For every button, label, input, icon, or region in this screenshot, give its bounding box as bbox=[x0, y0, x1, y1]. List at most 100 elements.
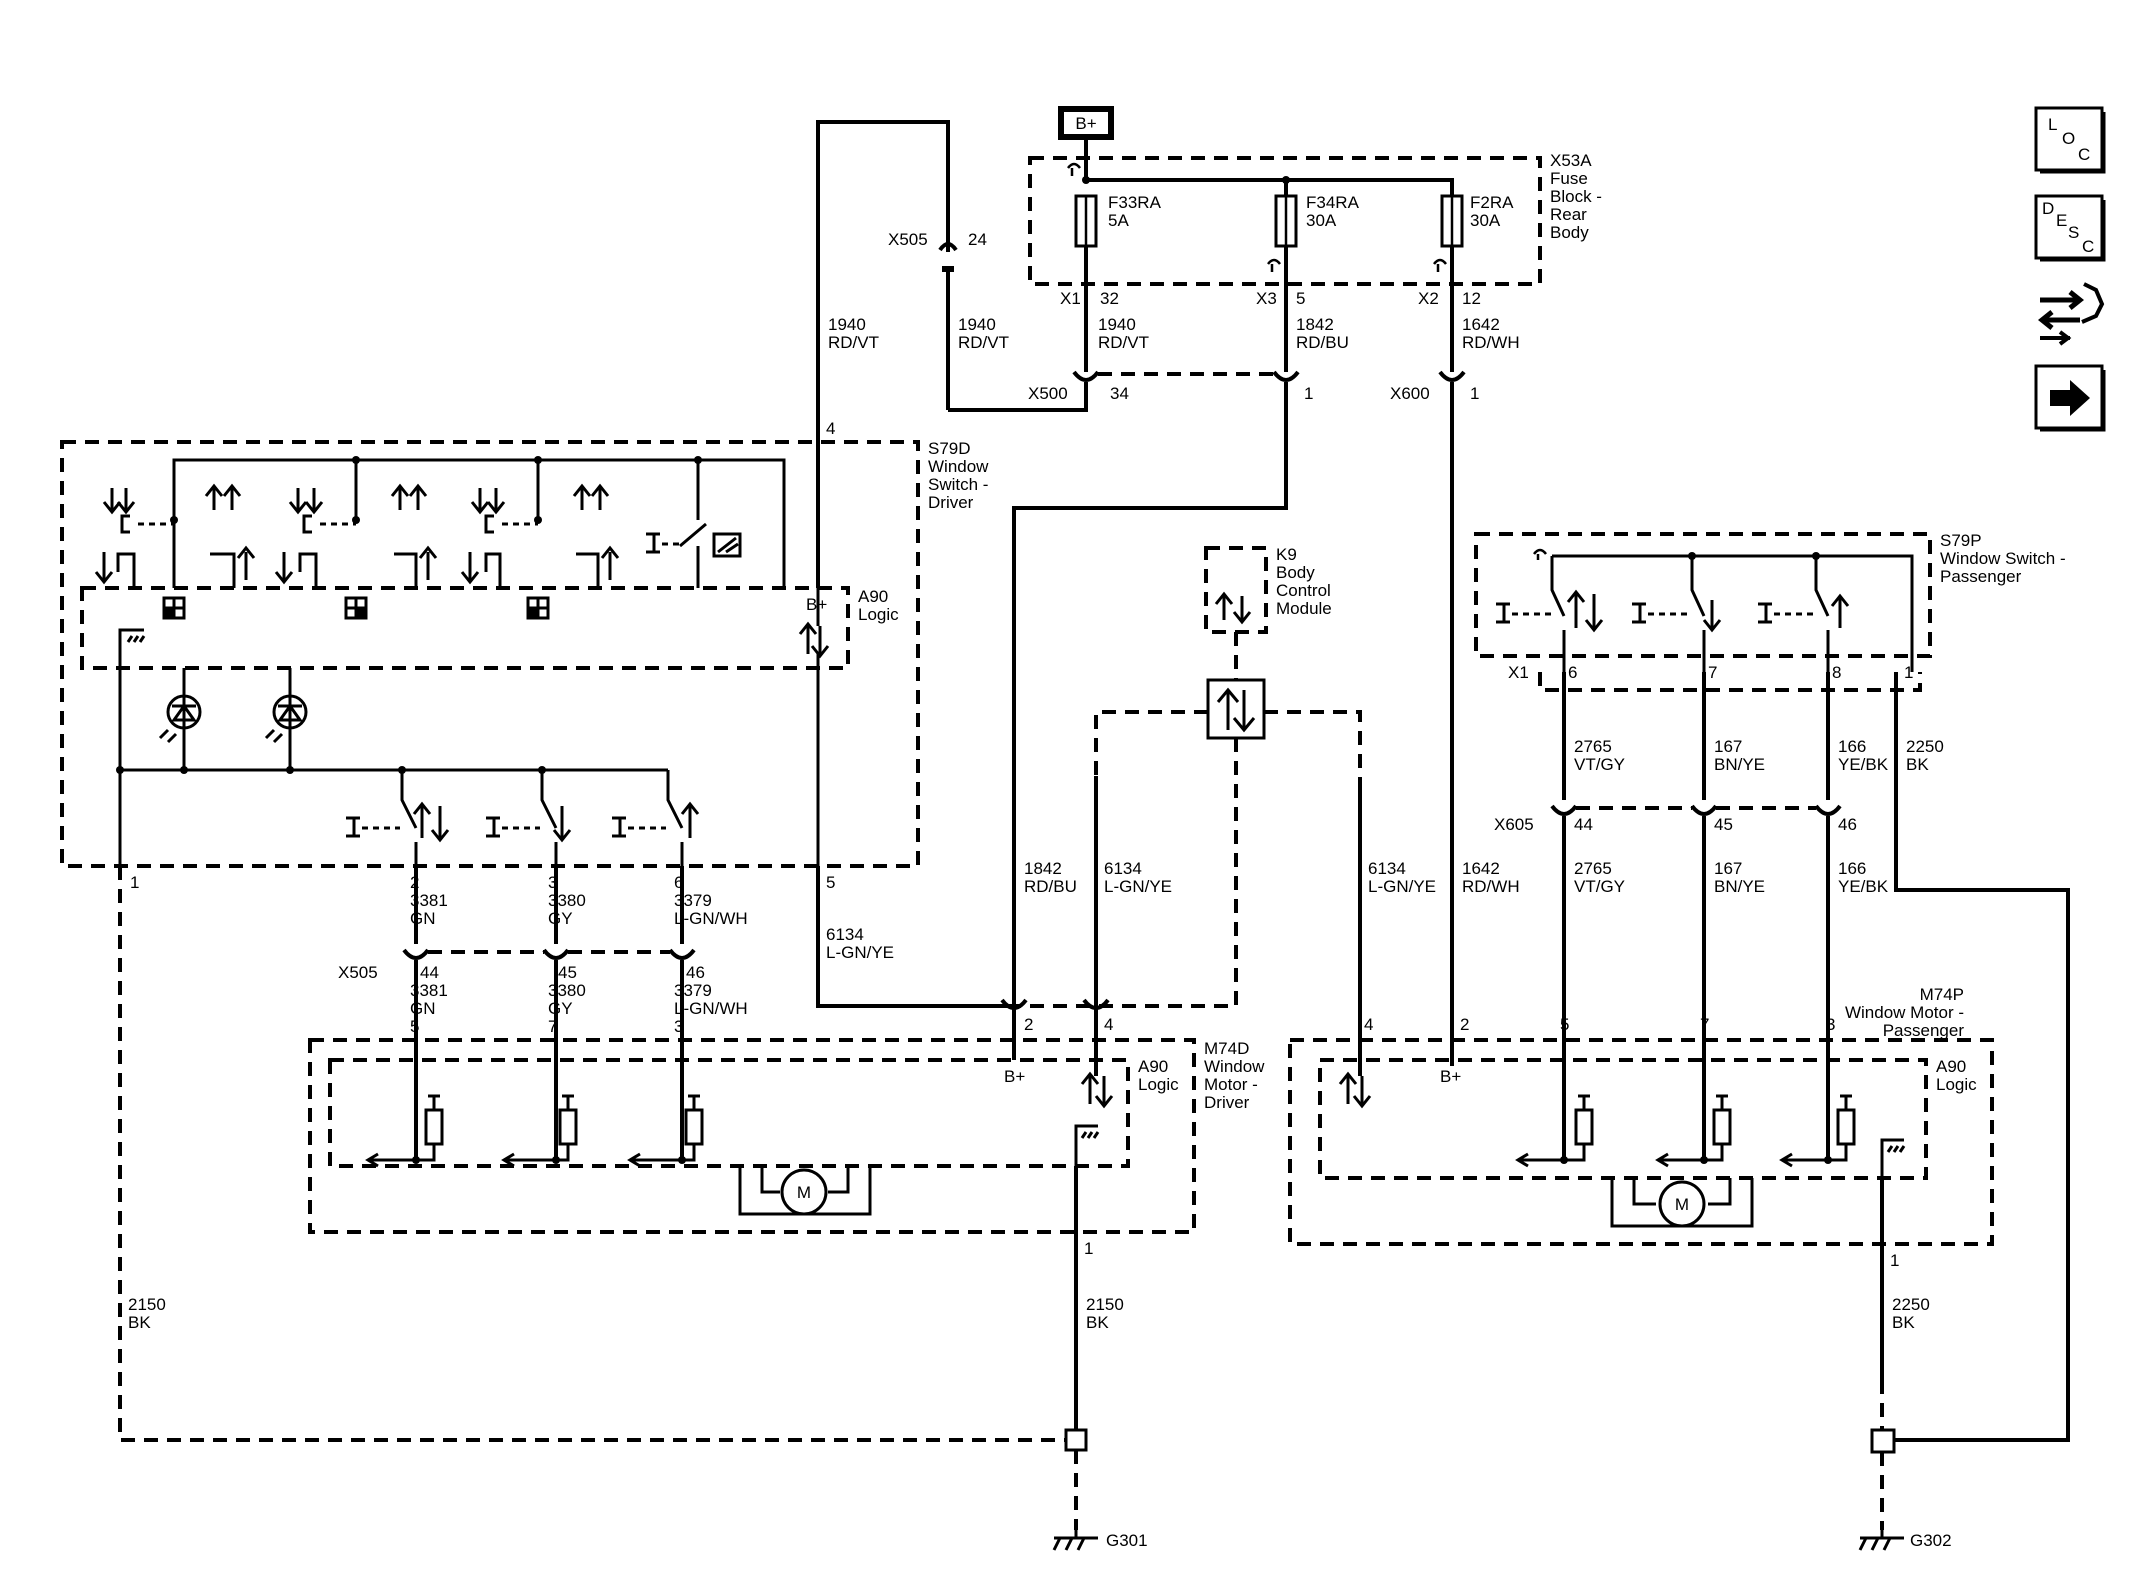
m74p-logic-desc: Logic bbox=[1936, 1075, 1977, 1094]
m74p-pin-b: 2 bbox=[1460, 1015, 1469, 1034]
wire-1642-circuit: 1642 bbox=[1462, 315, 1500, 334]
psw-4-color: BK bbox=[1906, 755, 1929, 774]
wire-1940-mid-circuit: 1940 bbox=[1098, 315, 1136, 334]
gw-3-color: BK bbox=[1892, 1313, 1915, 1332]
nav-location-button[interactable]: L O C bbox=[2034, 106, 2106, 174]
wire-1842-down-circuit: 1842 bbox=[1024, 859, 1062, 878]
wire-6134-left-color: L-GN/YE bbox=[826, 943, 894, 962]
loc-l2: O bbox=[2062, 129, 2075, 148]
fuse-f34ra-rating: 30A bbox=[1306, 211, 1337, 230]
dmw-2-pin: 7 bbox=[548, 1017, 557, 1036]
gw-3-circuit: 2250 bbox=[1892, 1295, 1930, 1314]
s79p-pin2: 7 bbox=[1708, 663, 1717, 682]
m74d-pin-gnd: 1 bbox=[1084, 1239, 1093, 1258]
ground-g301-label: G301 bbox=[1106, 1531, 1148, 1550]
next-arrow-icon[interactable] bbox=[2034, 364, 2106, 432]
s79d-pin-bplus: 4 bbox=[826, 419, 835, 438]
fuse-out1-conn: X1 bbox=[1060, 289, 1081, 308]
desc-l2: E bbox=[2056, 211, 2067, 230]
ground-splice-g301 bbox=[1064, 1428, 1088, 1452]
s79p-desc1: Window Switch - bbox=[1940, 549, 2066, 568]
x500-pin-b: 1 bbox=[1304, 384, 1313, 403]
dmw-2-color: GY bbox=[548, 999, 573, 1018]
loc-l3: C bbox=[2078, 145, 2090, 164]
m74d-logic-name: A90 bbox=[1138, 1057, 1168, 1076]
fuse-f2ra-rating: 30A bbox=[1470, 211, 1501, 230]
m74p-pin-gnd: 1 bbox=[1890, 1251, 1899, 1270]
nav-description-button[interactable]: D E S C bbox=[2034, 194, 2106, 262]
fuse-f2ra-name: F2RA bbox=[1470, 193, 1514, 212]
m74d-desc2: Motor - bbox=[1204, 1075, 1258, 1094]
wire-1842-down-color: RD/BU bbox=[1024, 877, 1077, 896]
fuse-f33ra-rating: 5A bbox=[1108, 211, 1129, 230]
m74p-pin-d: 7 bbox=[1700, 1015, 1709, 1034]
k9-gateway-icon bbox=[1206, 678, 1266, 740]
m74d-window-motor-driver: M74D Window Motor - Driver A90 Logic B+ … bbox=[308, 1015, 1265, 1234]
psw-2-color: BN/YE bbox=[1714, 755, 1765, 774]
psw-3-circuit: 166 bbox=[1838, 737, 1866, 756]
pmw-1-color: VT/GY bbox=[1574, 877, 1625, 896]
psw-1-circuit: 2765 bbox=[1574, 737, 1612, 756]
dsw-3-circuit: 3379 bbox=[674, 891, 712, 910]
s79d-desc1: Window bbox=[928, 457, 989, 476]
m74d-desc3: Driver bbox=[1204, 1093, 1250, 1112]
s79p-pin1: 6 bbox=[1568, 663, 1577, 682]
dmw-3-color: L-GN/WH bbox=[674, 999, 748, 1018]
wire-1642-down-circuit: 1642 bbox=[1462, 859, 1500, 878]
ground-splice-g302 bbox=[1870, 1428, 1896, 1454]
pmw-2-color: BN/YE bbox=[1714, 877, 1765, 896]
schematic-connector-icon[interactable] bbox=[2037, 282, 2105, 346]
gw-1-color: BK bbox=[128, 1313, 151, 1332]
x600-name: X600 bbox=[1390, 384, 1430, 403]
x505-bottom-pin1: 44 bbox=[420, 963, 439, 982]
m74p-desc2: Passenger bbox=[1883, 1021, 1965, 1040]
m74d-name: M74D bbox=[1204, 1039, 1249, 1058]
connector-x505-top: X505 24 bbox=[888, 230, 987, 272]
battery-label: B+ bbox=[1075, 114, 1096, 133]
connector-x605: X605 44 45 46 bbox=[1494, 804, 1857, 834]
passenger-motor-icon bbox=[1658, 1180, 1706, 1228]
m74p-pin-e: 3 bbox=[1826, 1015, 1835, 1034]
wire-1940-mid-color: RD/VT bbox=[1098, 333, 1149, 352]
wire-6134-right-color: L-GN/YE bbox=[1368, 877, 1436, 896]
m74p-logic-name: A90 bbox=[1936, 1057, 1966, 1076]
fuse-f33ra-name: F33RA bbox=[1108, 193, 1162, 212]
connector-x500: X500 34 1 bbox=[948, 370, 1313, 412]
desc-l1: D bbox=[2042, 199, 2054, 218]
x500-pin-a: 34 bbox=[1110, 384, 1129, 403]
psw-2-circuit: 167 bbox=[1714, 737, 1742, 756]
dmw-1-circuit: 3381 bbox=[410, 981, 448, 1000]
s79p-name: S79P bbox=[1940, 531, 1982, 550]
wire-1842-color: RD/BU bbox=[1296, 333, 1349, 352]
wire-1940-x505-circuit: 1940 bbox=[958, 315, 996, 334]
m74p-logic-bplus: B+ bbox=[1440, 1067, 1461, 1086]
s79p-pin3: 8 bbox=[1832, 663, 1841, 682]
wire-1642-down-color: RD/WH bbox=[1462, 877, 1520, 896]
m74p-name: M74P bbox=[1920, 985, 1964, 1004]
m74d-pin-a: 2 bbox=[1024, 1015, 1033, 1034]
wire-1842-circuit: 1842 bbox=[1296, 315, 1334, 334]
wire-1940-x505-color: RD/VT bbox=[958, 333, 1009, 352]
x505-bottom-pin2: 45 bbox=[558, 963, 577, 982]
x505-bottom-pin3: 46 bbox=[686, 963, 705, 982]
s79d-desc2: Switch - bbox=[928, 475, 988, 494]
k9-body-control-module: K9 Body Control Module bbox=[1014, 545, 1362, 1008]
m74p-desc1: Window Motor - bbox=[1845, 1003, 1964, 1022]
wire-1940-left-circuit: 1940 bbox=[828, 315, 866, 334]
m74p-pin-a: 4 bbox=[1364, 1015, 1373, 1034]
m74d-motor-label: M bbox=[797, 1183, 811, 1202]
fuse-block-desc2: Block - bbox=[1550, 187, 1602, 206]
k9-desc3: Module bbox=[1276, 599, 1332, 618]
dmw-1-color: GN bbox=[410, 999, 436, 1018]
dsw-1-circuit: 3381 bbox=[410, 891, 448, 910]
led-2-icon bbox=[272, 694, 308, 730]
pmw-1-circuit: 2765 bbox=[1574, 859, 1612, 878]
s79d-window-switch-driver: S79D Window Switch - Driver 4 bbox=[60, 419, 989, 868]
dsw-1-color: GN bbox=[410, 909, 436, 928]
desc-l4: C bbox=[2082, 237, 2094, 256]
fuse-out1-pin: 32 bbox=[1100, 289, 1119, 308]
connector-x505-bottom: X505 44 45 46 bbox=[338, 948, 705, 982]
psw-3-color: YE/BK bbox=[1838, 755, 1889, 774]
dsw-2-circuit: 3380 bbox=[548, 891, 586, 910]
